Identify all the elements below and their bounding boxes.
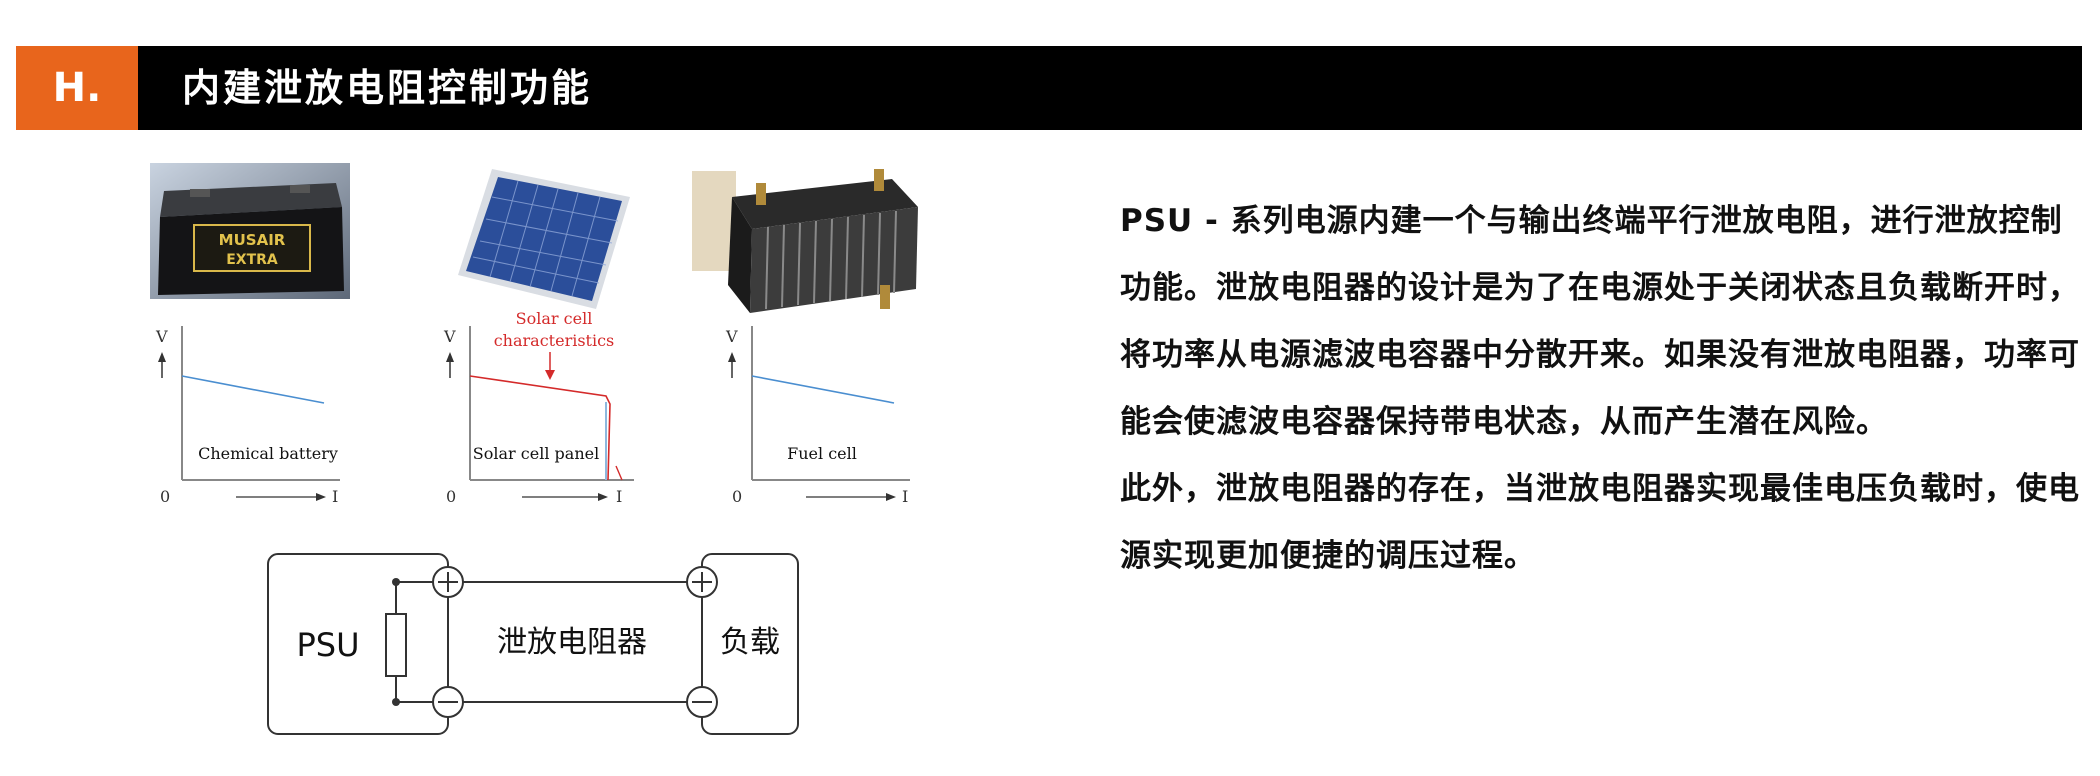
section-badge: H. xyxy=(16,46,138,130)
chart2-y-label: V xyxy=(443,327,456,346)
chart3-caption: Fuel cell xyxy=(787,444,857,463)
chemical-battery-curve: V Chemical battery 0 I xyxy=(155,326,340,506)
chart1-x-label: I xyxy=(332,487,338,506)
solar-cell-curve: Solar cell characteristics V Solar cell … xyxy=(443,309,634,506)
description-paragraph-1: PSU - 系列电源内建一个与输出终端平行泄放电阻，进行泄放控制功能。泄放电阻器… xyxy=(1120,203,2080,440)
chart1-origin: 0 xyxy=(160,487,170,506)
resistor-symbol xyxy=(385,613,407,677)
psu-plus-terminal-icon xyxy=(432,566,464,598)
load-plus-terminal-icon xyxy=(686,566,718,598)
chart1-caption: Chemical battery xyxy=(198,444,338,463)
chart2-x-label: I xyxy=(616,487,622,506)
fuel-cell-curve: V Fuel cell 0 I xyxy=(725,326,910,506)
load-label: 负载 xyxy=(720,625,780,660)
section-title: 内建泄放电阻控制功能 xyxy=(182,66,593,110)
load-minus-terminal-icon xyxy=(686,686,718,718)
chart2-annotation-line2: characteristics xyxy=(494,331,615,350)
battery-photo: MUSAIR EXTRA xyxy=(150,163,350,299)
description-paragraph-2: 此外，泄放电阻器的存在，当泄放电阻器实现最佳电压负载时，使电源实现更加便捷的调压… xyxy=(1120,471,2080,574)
battery-sub: EXTRA xyxy=(226,252,278,268)
load-box xyxy=(701,553,799,735)
resistor-label: 泄放电阻器 xyxy=(497,625,647,660)
solar-panel-photo xyxy=(452,163,636,313)
psu-minus-terminal-icon xyxy=(432,686,464,718)
chart3-origin: 0 xyxy=(732,487,742,506)
battery-brand: MUSAIR xyxy=(219,231,286,249)
description-text: PSU - 系列电源内建一个与输出终端平行泄放电阻，进行泄放控制功能。泄放电阻器… xyxy=(1120,188,2080,590)
chart3-x-label: I xyxy=(902,487,908,506)
chart1-y-label: V xyxy=(155,327,168,346)
chart2-annotation-line1: Solar cell xyxy=(516,309,593,328)
chart3-y-label: V xyxy=(725,327,738,346)
chart2-origin: 0 xyxy=(446,487,456,506)
psu-box xyxy=(267,553,449,735)
section-header: H. 内建泄放电阻控制功能 xyxy=(16,46,2082,130)
chart2-caption: Solar cell panel xyxy=(473,444,599,463)
fuel-cell-photo xyxy=(692,163,932,321)
bleeder-circuit-diagram: PSU 泄放电阻器 负载 xyxy=(267,553,799,735)
psu-label: PSU xyxy=(296,626,359,664)
